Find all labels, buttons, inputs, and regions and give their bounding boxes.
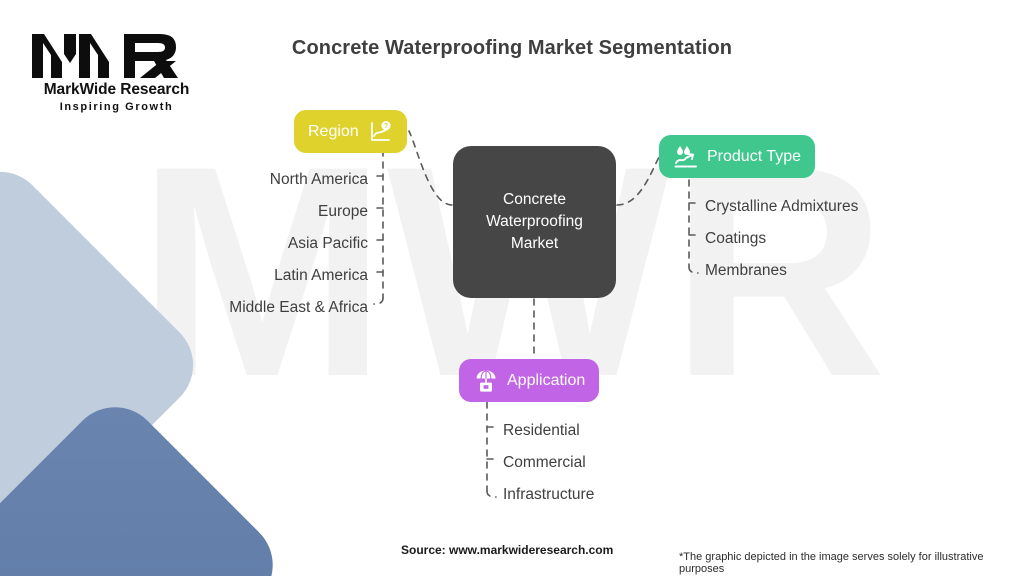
brand-name: MarkWide Research: [43, 81, 190, 98]
list-item[interactable]: Commercial: [503, 454, 586, 471]
branch-badge-product-type[interactable]: Product Type: [659, 135, 815, 178]
source-text: Source: www.markwideresearch.com: [401, 543, 614, 557]
list-item[interactable]: Europe: [318, 203, 368, 220]
list-item[interactable]: Middle East & Africa: [229, 299, 368, 316]
leaf-list-product-type: Crystalline Admixtures Coatings Membrane…: [705, 191, 858, 287]
svg-text:?: ?: [384, 123, 388, 130]
connector-region-stub-4: [373, 297, 384, 305]
branch-badge-region[interactable]: Region ?: [294, 110, 407, 153]
umbrella-box-icon: [473, 368, 499, 394]
list-item[interactable]: Residential: [503, 422, 580, 439]
connector-product-stub-2: [688, 266, 699, 274]
branch-label-application: Application: [507, 371, 586, 389]
list-item[interactable]: North America: [269, 171, 368, 188]
center-node[interactable]: Concrete Waterproofing Market: [453, 146, 616, 298]
list-item[interactable]: Coatings: [705, 230, 767, 247]
connector-center-region: [408, 130, 453, 206]
branch-badge-application[interactable]: Application: [459, 359, 600, 402]
list-item[interactable]: Crystalline Admixtures: [705, 198, 859, 215]
list-item[interactable]: Latin America: [274, 267, 368, 284]
region-chart-globe-icon: ?: [367, 119, 393, 145]
connector-center-product: [616, 156, 660, 206]
waterproofing-droplet-icon: [673, 144, 699, 170]
leaf-list-region: North America Europe Asia Pacific Latin …: [0, 164, 368, 324]
brand-tagline: Inspiring Growth: [59, 101, 174, 113]
disclaimer-text: *The graphic depicted in the image serve…: [679, 551, 984, 575]
list-item[interactable]: Membranes: [705, 262, 787, 279]
decor-square-dark: [0, 388, 292, 576]
mwr-logo-mark: [32, 34, 178, 78]
list-item[interactable]: Infrastructure: [503, 486, 595, 503]
leaf-list-application: Residential Commercial Infrastructure: [503, 415, 594, 511]
connector-application-stub-2: [486, 490, 497, 498]
brand-logo: MarkWide Research Inspiring Growth: [24, 28, 209, 113]
branch-label-region: Region: [308, 122, 359, 140]
page-title: Concrete Waterproofing Market Segmentati…: [291, 37, 733, 59]
branch-label-product-type: Product Type: [707, 147, 801, 165]
list-item[interactable]: Asia Pacific: [287, 235, 368, 252]
center-node-label: Concrete Waterproofing Market: [486, 191, 583, 252]
